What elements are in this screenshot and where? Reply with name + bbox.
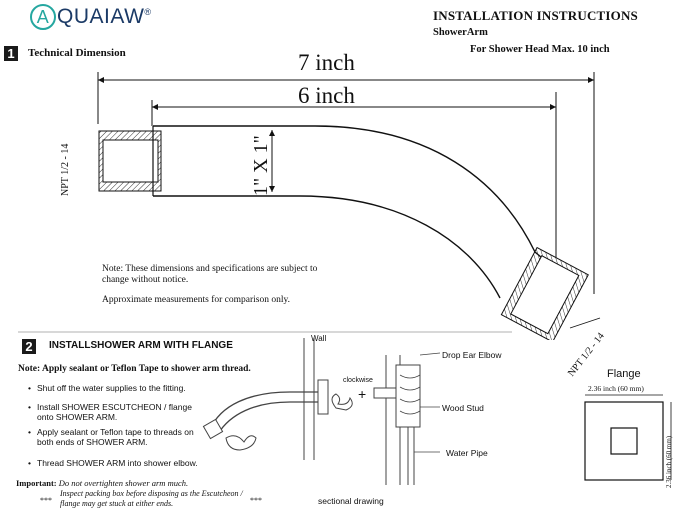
dimension-7-inch: 7 inch xyxy=(298,50,355,75)
inspect-note: Inspect packing box before disposing as … xyxy=(60,489,243,508)
trademark: ® xyxy=(144,7,152,17)
document-subtitle: ShowerArm xyxy=(433,27,488,38)
important-label: Important: xyxy=(16,478,57,488)
flange-height: 2.36 inch (60 mm) xyxy=(665,435,673,488)
dimension-disclaimer: Note: These dimensions and specification… xyxy=(102,264,318,285)
wall-label: Wall xyxy=(311,334,327,343)
dimension-6-inch: 6 inch xyxy=(298,83,355,108)
step-1-badge: 1 xyxy=(4,46,18,61)
important-note: Important: Do not overtighten shower arm… xyxy=(16,478,188,488)
clockwise-label: clockwise xyxy=(343,377,373,384)
install-sketch xyxy=(202,338,353,460)
shower-arm-drawing xyxy=(97,72,601,340)
flange-drawing xyxy=(584,394,672,481)
wood-stud-label: Wood Stud xyxy=(442,403,484,413)
sectional-drawing xyxy=(373,352,441,485)
plus-sign: + xyxy=(358,386,367,402)
section-1-heading: Technical Dimension xyxy=(28,47,126,59)
document-title: INSTALLATION INSTRUCTIONS xyxy=(433,8,638,23)
important-text: Do not overtighten shower arm much. xyxy=(58,478,189,488)
thread-note: Note: Apply sealant or Teflon Tape to sh… xyxy=(18,364,251,374)
steps-list: Shut off the water supplies to the fitti… xyxy=(28,383,198,468)
approximate-note: Approximate measurements for comparison … xyxy=(102,295,291,305)
section-2-heading: INSTALLSHOWER ARM WITH FLANGE xyxy=(49,340,233,351)
flange-width: 2.36 inch (60 mm) xyxy=(588,384,644,393)
flange-label: Flange xyxy=(607,368,641,380)
npt-left-label: NPT 1/2 - 14 xyxy=(60,143,71,196)
arm-bottom-edge xyxy=(153,195,501,299)
dimension-pipe-size: 1" X 1" xyxy=(250,135,272,196)
water-pipe-label: Water Pipe xyxy=(446,448,488,458)
document-spec: For Shower Head Max. 10 inch xyxy=(470,44,610,55)
logo-letter: A xyxy=(30,4,56,30)
step-item: Shut off the water supplies to the fitti… xyxy=(28,383,198,393)
section-divider xyxy=(18,331,512,333)
step-item: Install SHOWER ESCUTCHEON / flange onto … xyxy=(28,402,198,422)
drop-ear-elbow-label: Drop Ear Elbow xyxy=(442,350,502,360)
arm-top-edge xyxy=(153,125,549,264)
stars-right: *** xyxy=(250,496,262,505)
step-item: Apply sealant or Teflon tape to threads … xyxy=(28,427,198,447)
step-2-badge: 2 xyxy=(22,339,36,354)
stars-left: *** xyxy=(40,496,52,505)
tape-icon xyxy=(225,435,257,451)
logo-text: QUAIAW xyxy=(57,5,145,28)
sectional-drawing-caption: sectional drawing xyxy=(318,496,384,506)
step-item: Thread SHOWER ARM into shower elbow. xyxy=(28,458,198,468)
